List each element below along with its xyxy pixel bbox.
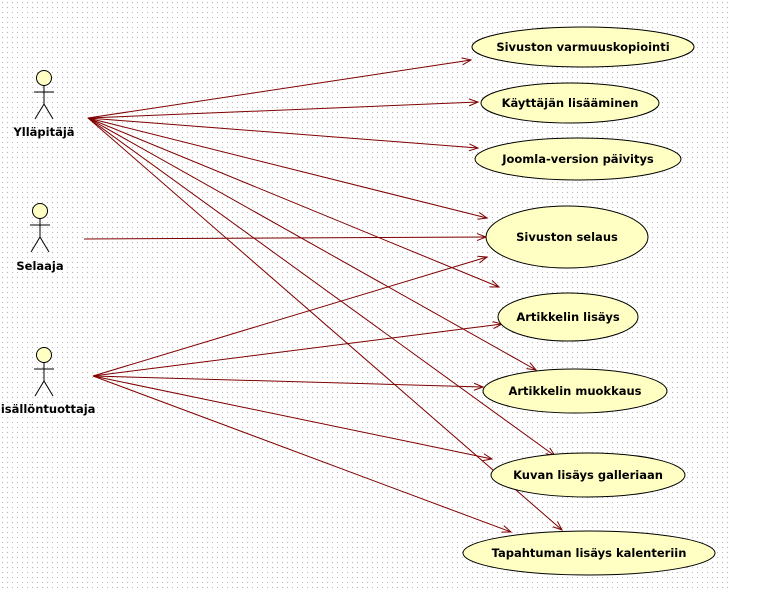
actor-right-leg	[43, 380, 54, 397]
association-admin-editarticle[interactable]	[87, 117, 537, 371]
actor-right-leg	[43, 103, 54, 120]
association-producer-browse[interactable]	[92, 256, 488, 377]
use-case-label: Käyttäjän lisääminen	[502, 96, 639, 110]
use-case-adduser[interactable]: Käyttäjän lisääminen	[480, 82, 660, 124]
arrowhead-admin-calendar	[552, 521, 564, 531]
actor-producer[interactable]: Sisällöntuottaja	[0, 347, 95, 417]
use-case-label: Sivuston selaus	[516, 230, 618, 244]
actor-head	[36, 70, 52, 86]
use-case-label: Joomla-version päivitys	[501, 152, 654, 166]
use-case-label: Tapahtuman lisäys kalenteriin	[492, 546, 687, 560]
use-case-ellipse	[497, 292, 639, 342]
actor-left-leg	[34, 380, 45, 397]
use-case-backup[interactable]: Sivuston varmuuskopiointi	[471, 26, 695, 68]
use-case-update[interactable]: Joomla-version päivitys	[474, 137, 682, 181]
diagram-canvas: Ylläpitäjä Selaaja Sisällöntuottaja Sivu…	[0, 0, 730, 592]
use-case-diagram: Ylläpitäjä Selaaja Sisällöntuottaja Sivu…	[0, 26, 716, 576]
use-case-ellipse	[462, 530, 716, 576]
use-case-ellipse	[485, 205, 649, 269]
actor-head	[32, 203, 48, 219]
arrowhead-admin-browse	[477, 212, 489, 220]
use-case-gallery[interactable]: Kuvan lisäys galleriaan	[490, 452, 686, 498]
actor-label: Sisällöntuottaja	[0, 402, 95, 416]
use-case-calendar[interactable]: Tapahtuman lisäys kalenteriin	[462, 530, 716, 576]
association-admin-gallery[interactable]	[87, 117, 556, 457]
use-case-ellipse	[480, 82, 660, 124]
arrowhead-admin-adduser	[468, 98, 480, 107]
arrowhead-producer-calendar	[501, 525, 513, 533]
actor-right-leg	[39, 236, 50, 253]
arrowhead-producer-editarticle	[473, 382, 485, 391]
actor-left-leg	[34, 103, 45, 120]
use-case-label: Artikkelin muokkaus	[508, 384, 641, 398]
use-case-ellipse	[490, 452, 686, 498]
use-case-ellipse	[474, 137, 682, 181]
association-admin-backup[interactable]	[87, 59, 472, 119]
actor-browser[interactable]: Selaaja	[16, 203, 64, 274]
use-case-label: Kuvan lisäys galleriaan	[513, 468, 663, 482]
actor-left-leg	[30, 236, 41, 253]
association-admin-browse[interactable]	[87, 117, 488, 219]
arrowhead-admin-editarticle	[526, 362, 538, 371]
use-case-addarticle[interactable]: Artikkelin lisäys	[497, 292, 639, 342]
use-case-label: Sivuston varmuuskopiointi	[496, 40, 669, 54]
association-producer-editarticle[interactable]	[92, 375, 484, 388]
association-admin-adduser[interactable]	[87, 101, 479, 119]
use-case-editarticle[interactable]: Artikkelin muokkaus	[482, 368, 668, 414]
arrowhead-admin-update	[468, 143, 480, 152]
use-case-browse[interactable]: Sivuston selaus	[485, 205, 649, 269]
actor-label: Ylläpitäjä	[12, 125, 74, 139]
arrowhead-admin-addarticle	[489, 279, 501, 288]
use-case-ellipse	[482, 368, 668, 414]
actor-admin[interactable]: Ylläpitäjä	[12, 70, 75, 140]
association-producer-calendar[interactable]	[92, 375, 512, 533]
use-case-label: Artikkelin lisäys	[516, 310, 620, 324]
associations	[83, 57, 564, 533]
actor-label: Selaaja	[16, 259, 63, 273]
arrowhead-producer-browse	[477, 255, 489, 264]
use-case-ellipse	[471, 26, 695, 68]
association-producer-addarticle[interactable]	[92, 323, 503, 377]
arrowhead-producer-gallery	[482, 453, 494, 462]
association-producer-gallery[interactable]	[92, 375, 493, 460]
association-admin-update[interactable]	[87, 117, 479, 149]
arrowhead-admin-backup	[461, 57, 473, 66]
association-admin-addarticle[interactable]	[87, 117, 500, 288]
association-browser-browse[interactable]	[83, 236, 487, 240]
association-admin-calendar[interactable]	[87, 117, 563, 531]
actor-head	[36, 347, 52, 363]
